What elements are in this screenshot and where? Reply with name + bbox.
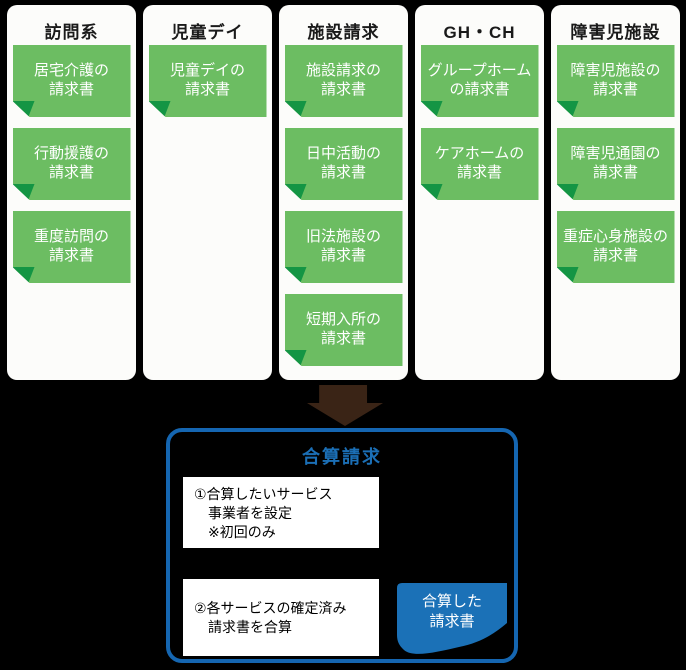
invoice-note: 重度訪問の請求書 <box>13 211 131 283</box>
note-line: 行動援護の <box>33 145 109 162</box>
merge-billing-box: 合算請求 ①合算したいサービス 事業者を設定 ※初回のみ ②各サービスの確定済み… <box>166 428 518 663</box>
note-line: 重症心身施設の <box>562 228 668 245</box>
step-line: 請求書を合算 <box>208 619 292 635</box>
folded-corner-icon <box>149 101 171 117</box>
invoice-note-label: 障害児施設の請求書 <box>570 61 660 101</box>
column-header: 児童デイ <box>171 23 244 42</box>
note-line: 障害児施設の <box>570 62 661 79</box>
invoice-note: 児童デイの請求書 <box>149 45 267 117</box>
invoice-note: 短期入所の請求書 <box>285 294 403 366</box>
folded-corner-icon <box>285 101 307 117</box>
note-line: 請求書 <box>320 330 366 347</box>
invoice-note-label: 行動援護の請求書 <box>34 144 109 184</box>
note-line: 請求書 <box>48 81 94 98</box>
folded-corner-icon <box>421 184 443 200</box>
step-line: ②各サービスの確定済み <box>194 600 347 616</box>
invoice-note-label: 短期入所の請求書 <box>306 310 381 350</box>
invoice-note-label: 重症心身施設の請求書 <box>563 227 668 267</box>
invoice-note: 障害児施設の請求書 <box>557 45 675 117</box>
note-line: 児童デイの <box>169 62 245 79</box>
invoice-note-label: 施設請求の請求書 <box>306 61 381 101</box>
folded-corner-icon <box>13 101 35 117</box>
merge-step-1: ①合算したいサービス 事業者を設定 ※初回のみ <box>183 477 379 548</box>
note-line: 居宅介護の <box>33 62 109 79</box>
merge-box-title: 合算請求 <box>302 447 382 467</box>
column-header: 訪問系 <box>44 23 99 42</box>
note-line: 請求書 <box>48 164 94 181</box>
step-line: 事業者を設定 <box>208 505 292 521</box>
note-line: 旧法施設の <box>305 228 381 245</box>
invoice-note: 施設請求の請求書 <box>285 45 403 117</box>
note-line: 障害児通園の <box>570 145 661 162</box>
invoice-note-label: グループホームの請求書 <box>428 61 532 101</box>
note-line: 請求書 <box>456 164 502 181</box>
invoice-note: ケアホームの請求書 <box>421 128 539 200</box>
merged-invoice-label: 合算した 請求書 <box>397 592 507 632</box>
folded-corner-icon <box>285 350 307 366</box>
service-column: 児童デイ児童デイの請求書 <box>143 5 272 380</box>
note-line: 請求書 <box>429 613 475 630</box>
invoice-note: 旧法施設の請求書 <box>285 211 403 283</box>
note-line: 請求書 <box>320 247 366 264</box>
service-column: 訪問系居宅介護の請求書行動援護の請求書重度訪問の請求書 <box>7 5 136 380</box>
service-column: 障害児施設障害児施設の請求書障害児通園の請求書重症心身施設の請求書 <box>551 5 680 380</box>
note-line: 請求書 <box>592 247 638 264</box>
invoice-note: 障害児通園の請求書 <box>557 128 675 200</box>
wave-document-icon <box>397 583 507 654</box>
note-line: 請求書 <box>320 81 366 98</box>
note-line: 短期入所の <box>305 311 381 328</box>
folded-corner-icon <box>557 184 579 200</box>
invoice-note-label: 日中活動の請求書 <box>306 144 381 184</box>
note-line: 請求書 <box>48 247 94 264</box>
note-line: ケアホームの <box>434 145 525 162</box>
folded-corner-icon <box>13 267 35 283</box>
invoice-note-label: ケアホームの請求書 <box>435 144 525 184</box>
invoice-note-label: 児童デイの請求書 <box>170 61 245 101</box>
note-line: 請求書 <box>592 164 638 181</box>
note-line: 請求書 <box>320 164 366 181</box>
folded-corner-icon <box>285 184 307 200</box>
step-line: ①合算したいサービス <box>194 486 333 502</box>
step-line: ※初回のみ <box>208 524 276 540</box>
invoice-note: 日中活動の請求書 <box>285 128 403 200</box>
column-header: 障害児施設 <box>570 23 661 42</box>
invoice-note: 居宅介護の請求書 <box>13 45 131 117</box>
invoice-note-label: 障害児通園の請求書 <box>570 144 660 184</box>
merge-step-2: ②各サービスの確定済み 請求書を合算 <box>183 579 379 656</box>
column-header: 施設請求 <box>307 23 380 42</box>
note-line: の請求書 <box>449 81 510 98</box>
invoice-note-label: 重度訪問の請求書 <box>34 227 109 267</box>
invoice-note: グループホームの請求書 <box>421 45 539 117</box>
note-line: グループホーム <box>427 62 532 79</box>
folded-corner-icon <box>557 101 579 117</box>
folded-corner-icon <box>285 267 307 283</box>
service-columns: 訪問系居宅介護の請求書行動援護の請求書重度訪問の請求書児童デイ児童デイの請求書施… <box>7 5 680 380</box>
note-line: 日中活動の <box>305 145 381 162</box>
invoice-note: 行動援護の請求書 <box>13 128 131 200</box>
note-line: 施設請求の <box>305 62 381 79</box>
invoice-note: 重症心身施設の請求書 <box>557 211 675 283</box>
merged-invoice-note: 合算した 請求書 <box>397 583 507 658</box>
down-arrow-icon <box>307 385 383 426</box>
folded-corner-icon <box>421 101 443 117</box>
column-header: GH・CH <box>443 23 516 42</box>
invoice-note-label: 旧法施設の請求書 <box>306 227 381 267</box>
invoice-note-label: 居宅介護の請求書 <box>34 61 109 101</box>
note-line: 請求書 <box>184 81 230 98</box>
service-column: 施設請求施設請求の請求書日中活動の請求書旧法施設の請求書短期入所の請求書 <box>279 5 408 380</box>
folded-corner-icon <box>13 184 35 200</box>
folded-corner-icon <box>557 267 579 283</box>
note-line: 合算した <box>421 593 482 610</box>
note-line: 請求書 <box>592 81 638 98</box>
note-line: 重度訪問の <box>33 228 109 245</box>
